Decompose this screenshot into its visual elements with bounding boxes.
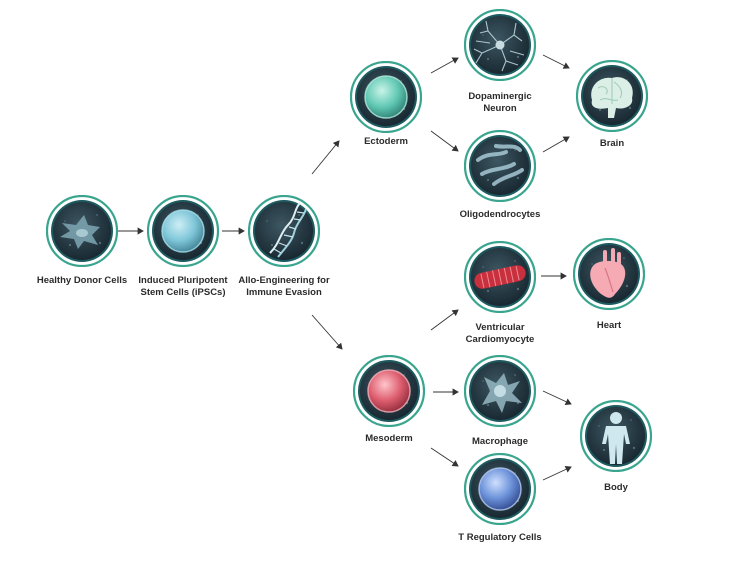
mesoderm-cell-icon bbox=[368, 370, 410, 412]
arrow-allo-to-ectoderm bbox=[311, 140, 340, 175]
human-body-icon bbox=[602, 412, 630, 464]
node-dopaminergic-neuron bbox=[464, 9, 536, 81]
arrow-mesoderm-to-treg bbox=[430, 447, 459, 467]
node-macrophage bbox=[464, 355, 536, 427]
node-t-regulatory-cells bbox=[464, 453, 536, 525]
label-ectoderm: Ectoderm bbox=[364, 136, 408, 147]
node-heart bbox=[573, 238, 645, 310]
arrow-oligo-to-brain bbox=[542, 136, 570, 153]
neuron-icon bbox=[473, 20, 525, 72]
ectoderm-cell-icon bbox=[365, 76, 407, 118]
arrow-treg-to-body bbox=[542, 466, 572, 481]
node-brain bbox=[576, 60, 648, 132]
label-t-regulatory-cells: T Regulatory Cells bbox=[458, 532, 542, 543]
arrow-ectoderm-to-oligo bbox=[430, 130, 459, 152]
label-body: Body bbox=[604, 482, 628, 493]
node-ipscs bbox=[147, 195, 219, 267]
heart-icon bbox=[590, 248, 626, 298]
arrow-macrophage-to-body bbox=[542, 390, 572, 405]
fibroblast-icon bbox=[60, 215, 100, 249]
node-healthy-donor-cells bbox=[46, 195, 118, 267]
arrow-ectoderm-to-neuron bbox=[430, 57, 459, 74]
node-allo-engineering bbox=[248, 195, 320, 267]
label-oligodendrocytes: Oligodendrocytes bbox=[459, 209, 541, 220]
t-cell-icon bbox=[479, 468, 521, 510]
label-mesoderm: Mesoderm bbox=[365, 433, 413, 444]
brain-icon bbox=[591, 77, 633, 118]
node-oligodendrocytes bbox=[464, 130, 536, 202]
stem-cell-icon bbox=[162, 210, 204, 252]
label-brain: Brain bbox=[599, 138, 625, 149]
arrow-neuron-to-brain bbox=[542, 54, 570, 69]
oligodendrocyte-icon bbox=[476, 144, 524, 186]
arrow-mesoderm-to-cardio bbox=[430, 309, 459, 331]
arrows bbox=[117, 54, 572, 481]
arrow-allo-to-mesoderm bbox=[311, 314, 343, 350]
macrophage-icon bbox=[482, 373, 522, 413]
label-healthy-donor-cells: Healthy Donor Cells bbox=[36, 275, 128, 286]
label-heart: Heart bbox=[596, 320, 622, 331]
cardiomyocyte-icon bbox=[474, 265, 526, 289]
label-macrophage: Macrophage bbox=[472, 436, 528, 447]
dna-helix-icon bbox=[269, 202, 307, 258]
node-mesoderm bbox=[353, 355, 425, 427]
node-ventricular-cardiomyocyte bbox=[464, 241, 536, 313]
node-body bbox=[580, 400, 652, 472]
node-ectoderm bbox=[350, 61, 422, 133]
